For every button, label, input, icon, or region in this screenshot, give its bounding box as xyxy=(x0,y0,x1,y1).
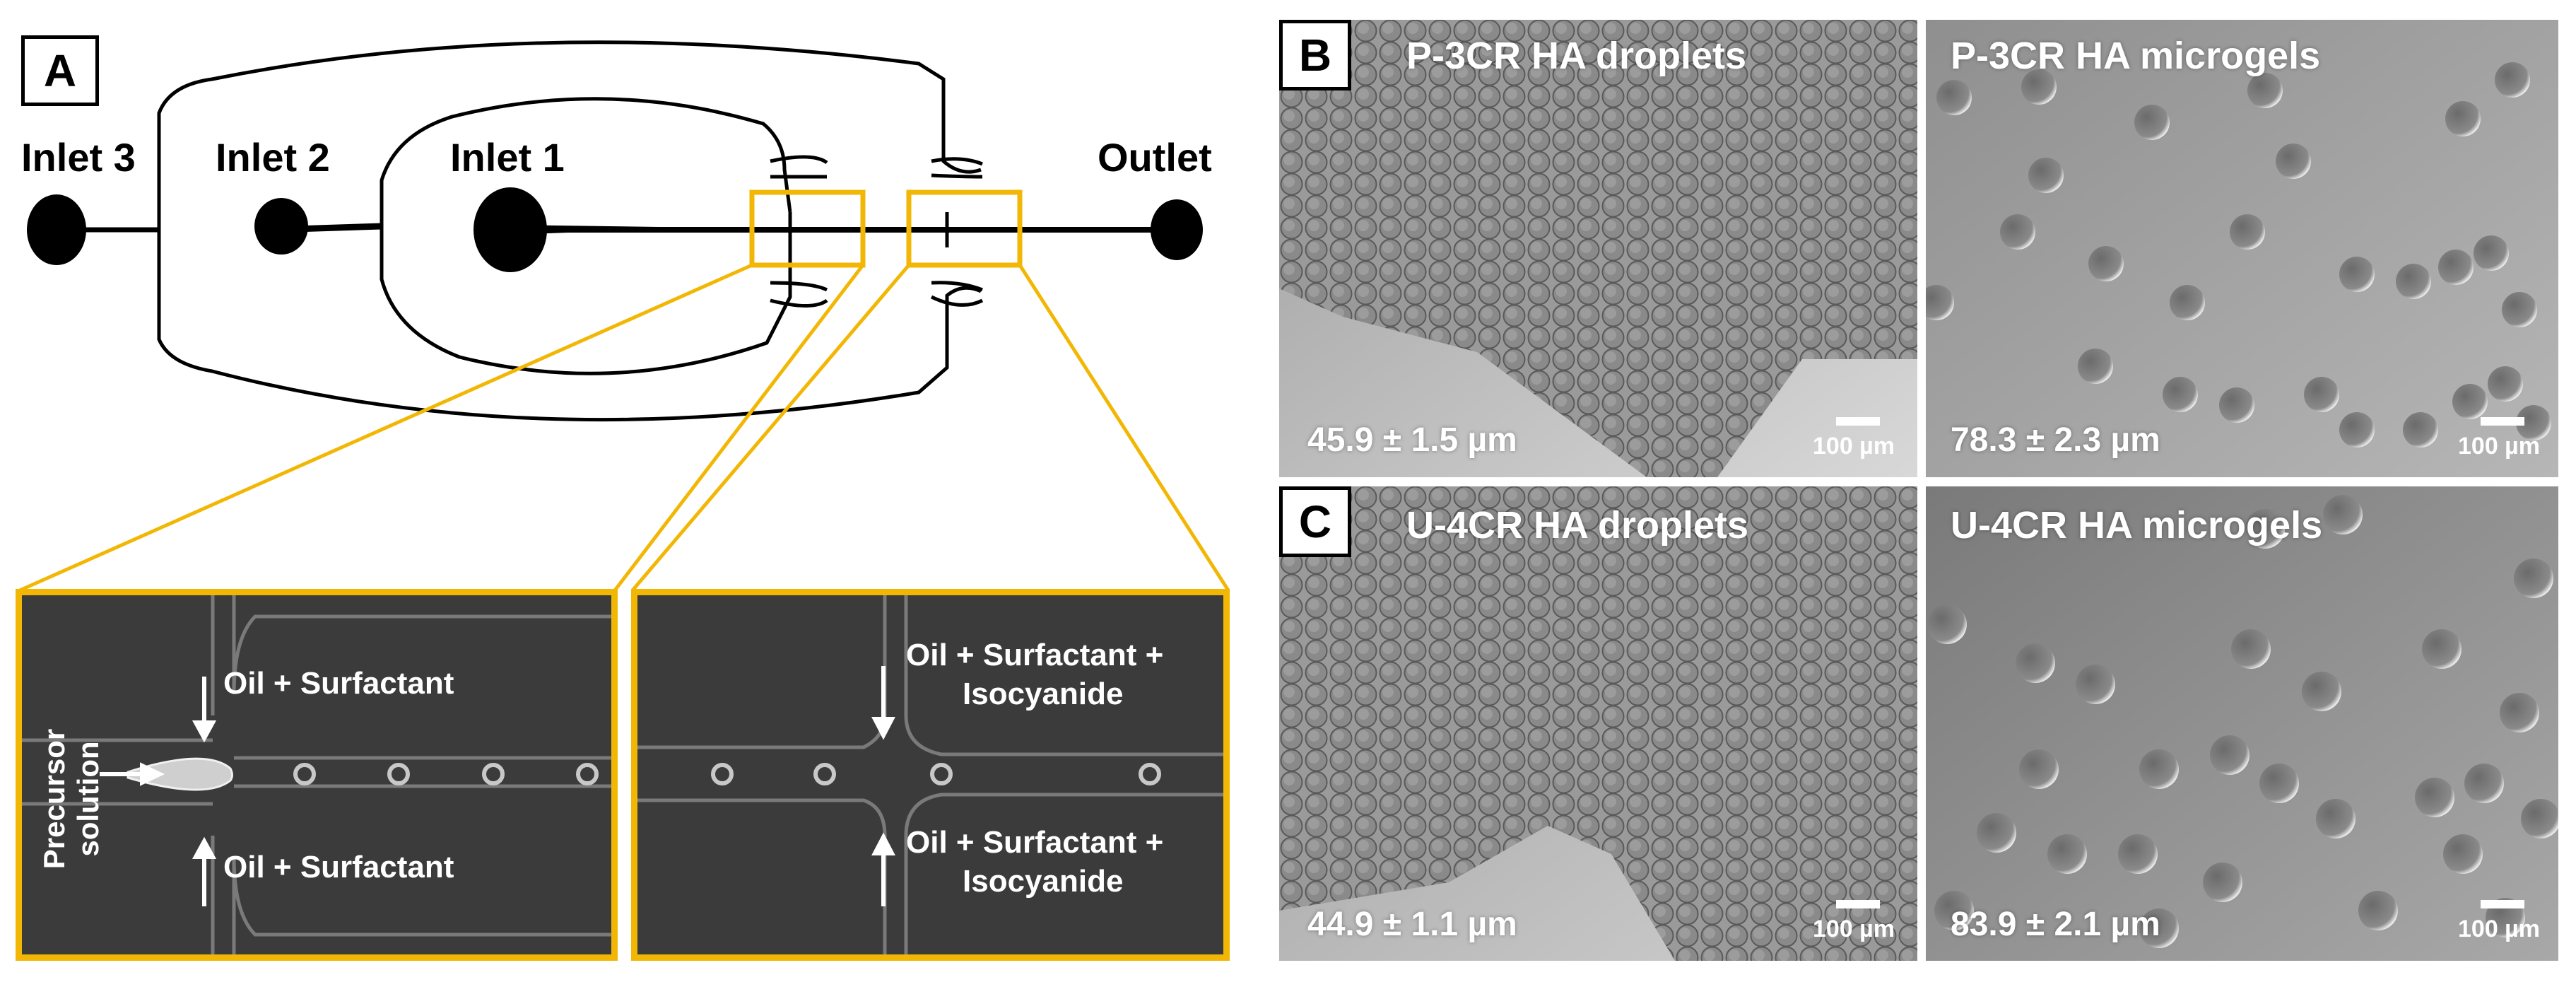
panel-c-droplets-scale-text: 100 µm xyxy=(1813,916,1895,942)
panel-c-letter: C xyxy=(1279,486,1351,557)
panel-c-droplets-scale-bar xyxy=(1836,900,1880,908)
microfluidic-chip-schematic xyxy=(18,40,1230,592)
panel-b-microgels-image xyxy=(1926,20,2558,477)
panel-c-droplets-size: 44.9 ± 1.1 µm xyxy=(1307,906,1517,943)
panel-c-microgels-scale-bar xyxy=(2481,900,2524,908)
panel-b-microgels-scale-bar xyxy=(2481,417,2524,426)
panel-b-droplets-image xyxy=(1279,20,1917,477)
highlight-box-junction-2 xyxy=(906,189,1023,268)
panel-c-microgels-scale-text: 100 µm xyxy=(2458,916,2540,942)
panel-b-droplets-title: P-3CR HA droplets xyxy=(1406,35,1747,77)
panel-a-letter: A xyxy=(21,35,99,106)
zoom1-bottom-flow-label: Oil + Surfactant xyxy=(223,850,454,884)
precursor-line-2: solution xyxy=(71,741,105,857)
panel-b-droplets-scale-text: 100 µm xyxy=(1813,433,1895,460)
zoom2-bottom-line-2: Isocyanide xyxy=(963,864,1124,899)
zoom-junction-1: Oil + Surfactant Oil + Surfactant Precur… xyxy=(16,589,618,961)
panel-b-microgels-size: 78.3 ± 2.3 µm xyxy=(1951,421,2160,459)
zoom2-top-line-2: Isocyanide xyxy=(963,677,1124,711)
panel-b-letter: B xyxy=(1279,20,1351,90)
zoom2-top-line-1: Oil + Surfactant + xyxy=(906,638,1164,672)
panel-c-droplets-image xyxy=(1279,486,1917,961)
inlet-1-label: Inlet 1 xyxy=(450,135,565,180)
outlet-label: Outlet xyxy=(1098,135,1212,180)
panel-c-microgels-image xyxy=(1926,486,2558,961)
zoom1-top-flow-label: Oil + Surfactant xyxy=(223,666,454,701)
inlet-3-label: Inlet 3 xyxy=(21,135,136,180)
inlet-2-label: Inlet 2 xyxy=(216,135,330,180)
panel-c-droplets-title: U-4CR HA droplets xyxy=(1406,504,1749,546)
panel-b-droplets-scale-bar xyxy=(1836,417,1880,426)
precursor-line-1: Precursor xyxy=(37,728,71,870)
zoom2-bottom-line-1: Oil + Surfactant + xyxy=(906,825,1164,860)
panel-c-microgels-title: U-4CR HA microgels xyxy=(1951,504,2323,546)
zoom1-precursor-label: Precursor solution xyxy=(37,707,105,891)
panel-b-droplets-size: 45.9 ± 1.5 µm xyxy=(1307,421,1517,459)
highlight-box-junction-1 xyxy=(749,189,866,268)
panel-b-microgels-scale-text: 100 µm xyxy=(2458,433,2540,460)
zoom-junction-2: Oil + Surfactant + Isocyanide Oil + Surf… xyxy=(631,589,1230,961)
panel-b-microgels-title: P-3CR HA microgels xyxy=(1951,35,2321,77)
panel-c-microgels-size: 83.9 ± 2.1 µm xyxy=(1951,906,2160,943)
